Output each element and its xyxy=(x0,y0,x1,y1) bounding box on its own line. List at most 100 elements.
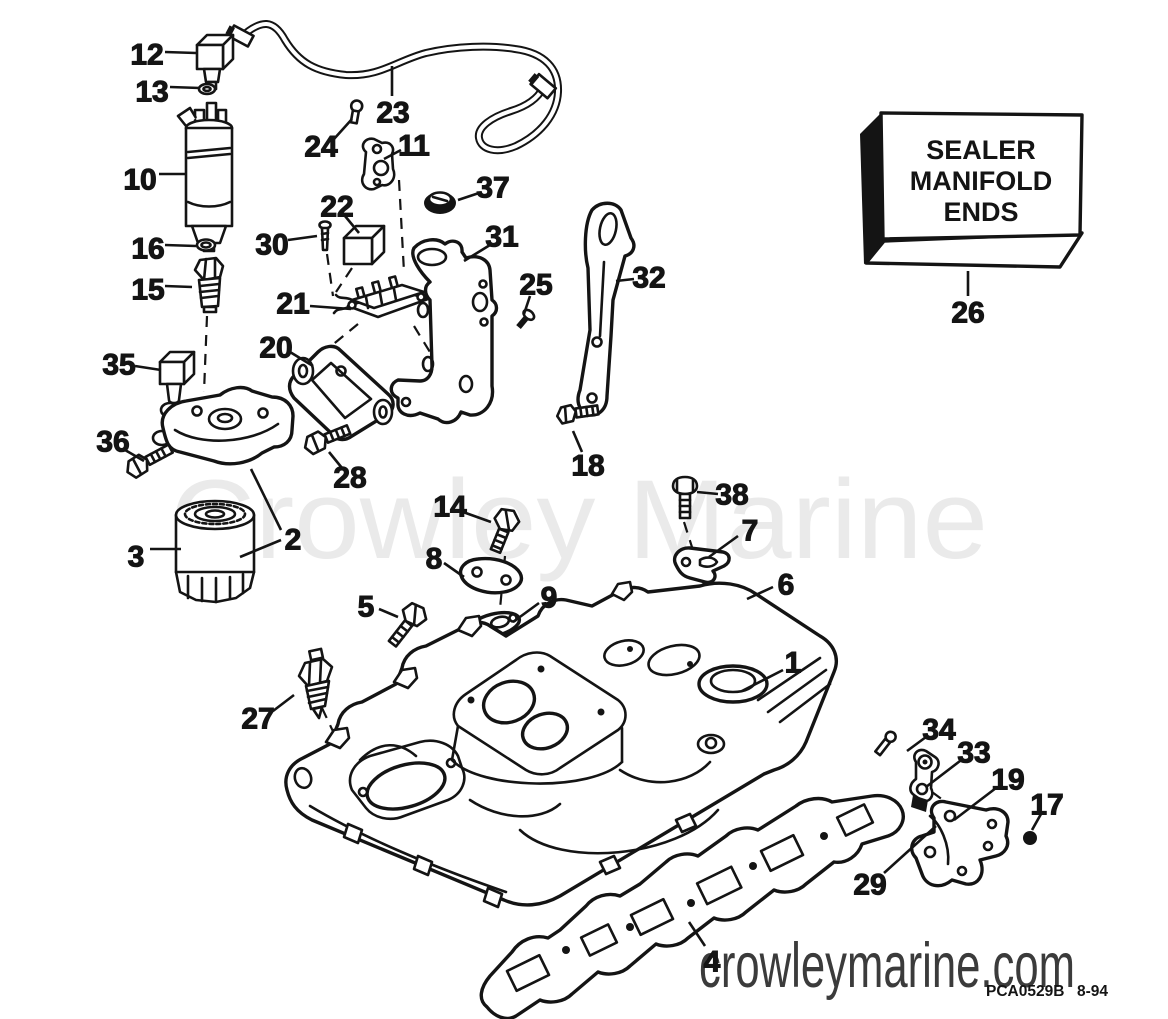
callout-24: 24 xyxy=(304,131,338,164)
callout-leader-6 xyxy=(746,585,774,601)
callout-32: 32 xyxy=(632,262,665,295)
callout-28: 28 xyxy=(333,462,366,495)
callout-leader-2 xyxy=(239,538,282,559)
callout-13: 13 xyxy=(135,76,168,109)
part-1-boss xyxy=(697,664,769,704)
part-17-nut xyxy=(1023,831,1037,845)
part-34-screw xyxy=(874,730,897,757)
part-36-bolt xyxy=(126,443,174,479)
sealer-box-line1: SEALER xyxy=(926,135,1036,165)
part-12-fitting xyxy=(195,33,235,91)
callout-leader-37 xyxy=(457,191,480,202)
sealer-box-line2: MANIFOLD xyxy=(910,166,1052,196)
part-27-sender xyxy=(297,647,334,720)
callout-38: 38 xyxy=(715,479,748,512)
callout-leader-20 xyxy=(289,350,314,368)
callout-leader-13 xyxy=(169,85,201,90)
callout-leader-25 xyxy=(522,295,532,315)
callout-leader-34 xyxy=(906,735,927,753)
watermark-text: Crowley Marine xyxy=(170,457,988,582)
part-18-bolt xyxy=(555,403,600,425)
callout-leader-2 xyxy=(249,468,283,531)
callout-leader-14 xyxy=(462,510,492,524)
sealer-box-line3: ENDS xyxy=(943,197,1018,227)
callout-18: 18 xyxy=(571,450,604,483)
callout-27: 27 xyxy=(241,703,274,736)
callout-29: 29 xyxy=(853,869,886,902)
callout-leader-9 xyxy=(512,601,540,624)
part-fuel-hose xyxy=(225,20,563,155)
callout-1: 1 xyxy=(785,647,802,680)
part-21-terminal-block xyxy=(332,275,430,319)
callout-leader-30 xyxy=(287,234,318,242)
part-15-fitting xyxy=(193,256,225,314)
part-30-screw xyxy=(318,220,332,252)
callout-leader-32 xyxy=(615,277,635,283)
callout-leader-18 xyxy=(571,430,584,453)
callout-5: 5 xyxy=(358,591,375,624)
callout-26: 26 xyxy=(951,297,984,330)
doc-code-text: PCA0529B xyxy=(986,983,1064,1000)
callout-leader-38 xyxy=(696,490,719,496)
callout-8: 8 xyxy=(426,543,443,576)
callout-25: 25 xyxy=(519,269,552,302)
part-19-bracket xyxy=(910,799,1010,888)
part-16-ring xyxy=(195,238,217,252)
part-35-plug xyxy=(158,350,196,405)
callout-31: 31 xyxy=(485,221,518,254)
callout-35: 35 xyxy=(102,349,135,382)
part-7-clamp xyxy=(672,546,731,585)
callout-leader-17 xyxy=(1030,813,1043,831)
callout-leader-15 xyxy=(164,284,193,289)
callout-16: 16 xyxy=(131,233,164,266)
callout-10: 10 xyxy=(123,164,156,197)
callout-leader-21 xyxy=(309,304,352,311)
callout-23: 23 xyxy=(376,97,409,130)
website-text: crowleymarine.com xyxy=(699,931,1075,1001)
callout-leader-11 xyxy=(383,148,402,161)
callout-15: 15 xyxy=(131,274,164,307)
callout-layer: 1234567891011121314151617181920212223242… xyxy=(96,38,1064,979)
part-38-bolt xyxy=(671,475,699,520)
callout-4: 4 xyxy=(704,946,721,979)
callout-17: 17 xyxy=(1030,789,1063,822)
callout-leader-7 xyxy=(708,534,739,559)
hose-end-fitting-left xyxy=(225,24,255,48)
part-8-plate xyxy=(459,556,523,595)
part-32-strap xyxy=(576,201,636,417)
part-manifold-body xyxy=(284,580,839,909)
part-11-fitting xyxy=(360,137,396,191)
part-14-bolt xyxy=(489,507,521,555)
part-13-ring xyxy=(197,82,217,96)
hose-end-fitting-right xyxy=(528,72,558,100)
callout-33: 33 xyxy=(957,737,990,770)
part-5-bolt xyxy=(387,601,428,648)
doc-date-text: 8-94 xyxy=(1077,983,1108,1000)
callout-20: 20 xyxy=(259,332,292,365)
callout-11: 11 xyxy=(398,130,430,163)
sealer-box: SEALER MANIFOLD ENDS xyxy=(860,111,1084,269)
callout-leader-5 xyxy=(378,607,399,619)
part-33-link xyxy=(909,748,940,812)
callout-leader-1 xyxy=(741,668,784,693)
callout-leader-27 xyxy=(272,693,295,713)
callout-34: 34 xyxy=(922,714,956,747)
part-2-filter-head xyxy=(151,385,295,466)
callout-37: 37 xyxy=(476,172,509,205)
part-24-screw xyxy=(349,99,364,125)
callout-leader-4 xyxy=(687,921,707,947)
part-31-bracket xyxy=(389,238,499,425)
callout-leader-8 xyxy=(443,561,465,579)
callout-19: 19 xyxy=(991,764,1024,797)
part-4-gasket xyxy=(479,793,905,1019)
callout-6: 6 xyxy=(778,569,795,602)
callout-leader-22 xyxy=(343,215,361,234)
callout-leader-33 xyxy=(925,759,961,789)
callout-leader-28 xyxy=(327,451,344,469)
callout-leader-35 xyxy=(134,364,162,372)
callout-leader-12 xyxy=(164,50,197,55)
callout-leader-31 xyxy=(463,243,491,263)
callout-14: 14 xyxy=(433,491,467,524)
part-22-relay xyxy=(342,224,386,266)
